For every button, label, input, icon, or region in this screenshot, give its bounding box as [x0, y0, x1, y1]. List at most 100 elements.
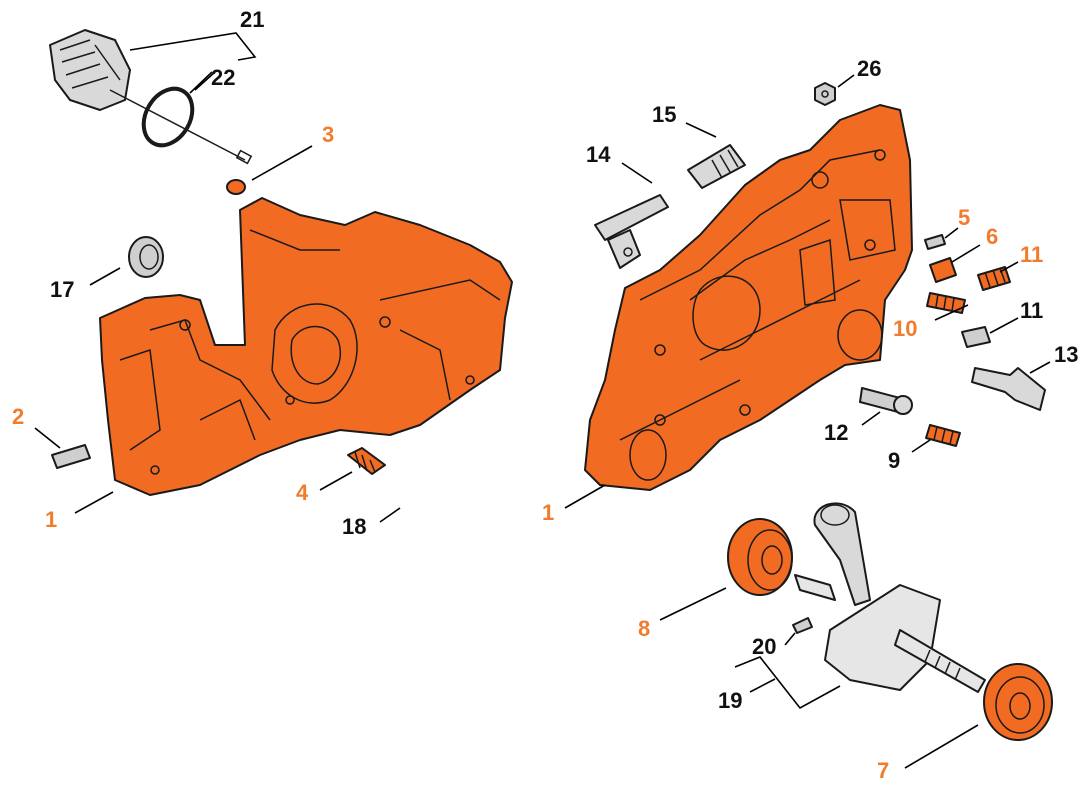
crankshaft-counterweight: [824, 584, 941, 691]
fitting-part-3[interactable]: [226, 179, 246, 195]
bearing-part-8[interactable]: [727, 518, 793, 596]
right-crankcase-body: [584, 104, 913, 491]
spring-part-10[interactable]: [926, 292, 966, 314]
right-crankcase-lower-seat: [629, 429, 667, 481]
right-crankcase-hole: [864, 239, 876, 251]
stud-part-2[interactable]: [51, 444, 91, 469]
callout-13: 13: [1054, 342, 1078, 367]
spring-4-shape: [347, 447, 386, 475]
right-crankcase-bore: [692, 275, 761, 351]
left-crankcase-hole: [285, 395, 295, 405]
bearing-8-bore: [761, 545, 783, 575]
callout-26: 26: [857, 56, 881, 81]
o-ring-outer: [141, 86, 195, 148]
callout-6: 6: [986, 224, 998, 249]
spring-part-9[interactable]: [925, 424, 961, 447]
leader-11a: [999, 261, 1019, 273]
leader-18: [379, 507, 401, 523]
right-crankcase-bearing-seat: [837, 309, 883, 361]
callout-1-left: 1: [45, 507, 57, 532]
leader-8: [659, 587, 727, 621]
oil-pump-o-ring[interactable]: [134, 80, 202, 154]
left-crankcase-half[interactable]: [99, 197, 513, 496]
callout-3: 3: [322, 122, 334, 147]
callout-4: 4: [296, 480, 309, 505]
key-20-shape: [792, 617, 813, 634]
leader-13: [1029, 361, 1051, 374]
leader-10: [934, 304, 969, 321]
spring-11-orange-shape: [977, 266, 1011, 291]
bearing-7-bore: [1009, 692, 1031, 720]
fitting-3-shape: [226, 179, 246, 195]
left-crankcase-hole: [465, 375, 475, 385]
bearing-7-race: [995, 676, 1045, 734]
spring-part-11-orange[interactable]: [977, 266, 1011, 291]
leader-14: [621, 162, 653, 184]
callout-5: 5: [958, 205, 970, 230]
spring-4-coils: [354, 451, 376, 473]
leader-1b: [564, 484, 606, 509]
leader-15: [685, 122, 717, 138]
bearing-8-race: [747, 529, 793, 591]
leader-7: [904, 724, 979, 769]
spring-6-shape: [929, 257, 957, 283]
stud-part-13[interactable]: [971, 367, 1046, 411]
leader-17: [89, 267, 121, 286]
spring-10-coils: [935, 293, 955, 312]
pump-piston-part-15[interactable]: [687, 144, 746, 189]
lever-14-head: [607, 229, 641, 269]
screw-part-5[interactable]: [924, 234, 946, 250]
callout-17: 17: [50, 277, 74, 302]
crankshaft-part-19[interactable]: [794, 502, 986, 693]
right-crankcase-hole: [654, 414, 666, 426]
callout-20: 20: [752, 634, 776, 659]
leader-5: [944, 227, 959, 239]
bearing-part-7[interactable]: [983, 663, 1053, 741]
callout-1-right: 1: [542, 500, 554, 525]
spring-part-6[interactable]: [929, 257, 957, 283]
callout-9: 9: [888, 448, 900, 473]
right-crankcase-half[interactable]: [584, 104, 913, 491]
lever-14-arm: [594, 194, 669, 241]
nut-part-26[interactable]: [814, 82, 836, 106]
spring-11-coils: [984, 267, 1006, 288]
leader-2: [34, 427, 61, 449]
crankshaft-thread: [924, 649, 961, 681]
leader-lines: [34, 32, 1051, 769]
oil-pump-body: [49, 29, 131, 111]
callout-19: 19: [718, 688, 742, 713]
left-crankcase-body: [99, 197, 513, 496]
callout-11-black: 11: [1020, 298, 1043, 323]
callout-18: 18: [342, 514, 366, 539]
screw-part-12[interactable]: [859, 387, 913, 415]
left-crankcase-hole: [179, 319, 191, 331]
lever-part-14[interactable]: [594, 194, 669, 269]
right-crankcase-hole: [811, 171, 829, 189]
left-crankcase-hole: [379, 316, 391, 328]
leader-6: [951, 244, 981, 263]
key-part-20[interactable]: [792, 617, 813, 634]
spring-10-shape: [926, 292, 966, 314]
oil-pump[interactable]: [49, 29, 253, 165]
callout-22: 22: [211, 65, 235, 90]
leader-9: [911, 439, 931, 453]
right-crankcase-outline: [619, 149, 881, 441]
leader-4: [319, 471, 353, 491]
oil-seal[interactable]: [128, 236, 164, 278]
callout-10: 10: [893, 316, 917, 341]
lever-14-hole: [623, 247, 633, 257]
callout-8: 8: [638, 616, 650, 641]
bearing-7-outer: [983, 663, 1053, 741]
oil-pump-shaft-tip: [235, 149, 253, 165]
plunger-part-11[interactable]: [961, 326, 991, 348]
spring-9-coils: [933, 426, 954, 445]
callout-12: 12: [824, 420, 848, 445]
right-crankcase-hole: [739, 404, 751, 416]
screw-5-shape: [924, 234, 946, 250]
oil-pump-shaft: [109, 89, 246, 161]
crankshaft-small-end: [820, 504, 850, 526]
oil-pump-fins: [59, 39, 121, 89]
stud-2-shape: [51, 444, 91, 469]
spring-part-4[interactable]: [347, 447, 386, 475]
